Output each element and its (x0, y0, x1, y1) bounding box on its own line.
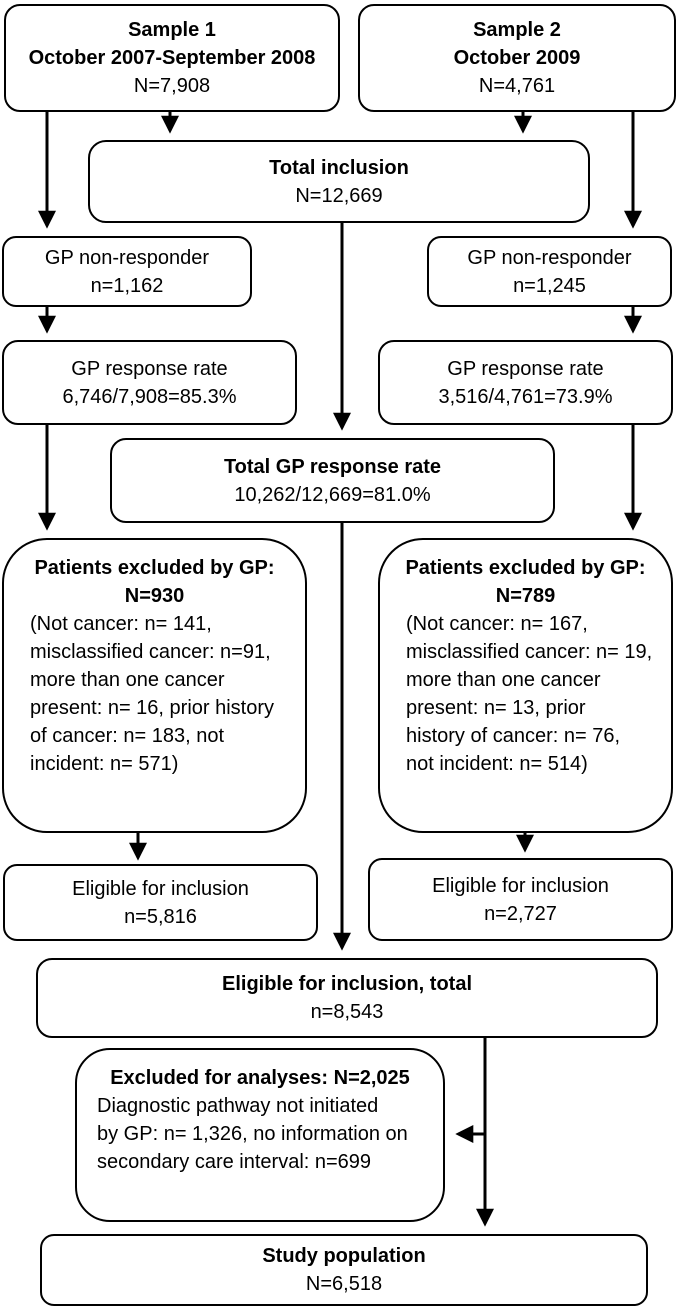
node-count: N=7,908 (133, 75, 211, 97)
node-gp-response-rate-2: GP response rate 3,516/4,761=73.9% (378, 340, 673, 425)
node-title: Excluded for analyses: N=2,025 (110, 1067, 410, 1089)
node-value: 10,262/12,669=81.0% (234, 483, 431, 506)
node-title: Eligible for inclusion (432, 874, 609, 897)
node-title: Study population (262, 1245, 426, 1267)
node-gp-nonresponder-2: GP non-responder n=1,245 (427, 236, 672, 307)
node-title: Total GP response rate (223, 455, 442, 478)
node-title: GP response rate (447, 357, 604, 380)
node-eligible-total: Eligible for inclusion, total n=8,543 (36, 958, 658, 1038)
node-title: Patients excluded by GP: (405, 557, 646, 579)
node-detail-line: incident: n= 571) (30, 753, 179, 775)
node-value: 3,516/4,761=73.9% (438, 385, 613, 408)
node-count: n=8,543 (310, 1001, 384, 1023)
node-title: Total inclusion (269, 156, 409, 179)
node-title: Sample 2 (473, 19, 561, 41)
node-detail-line: by GP: n= 1,326, no information on (97, 1123, 408, 1145)
node-detail-line: not incident: n= 514) (406, 753, 588, 775)
node-detail-line: secondary care interval: n=699 (97, 1151, 372, 1173)
node-count: N=930 (124, 585, 185, 607)
node-subtitle: October 2009 (453, 47, 581, 69)
node-count: n=5,816 (124, 905, 197, 928)
node-count: N=4,761 (478, 75, 556, 97)
node-detail-line: (Not cancer: n= 167, (406, 613, 588, 635)
node-sample-1: Sample 1 October 2007-September 2008 N=7… (4, 4, 340, 112)
node-detail-line: of cancer: n= 183, not (30, 725, 225, 747)
node-subtitle: October 2007-September 2008 (28, 47, 316, 69)
node-title: Patients excluded by GP: (34, 557, 275, 579)
node-gp-nonresponder-1: GP non-responder n=1,162 (2, 236, 252, 307)
node-detail-line: (Not cancer: n= 141, (30, 613, 212, 635)
node-title: GP response rate (71, 357, 228, 380)
node-detail-line: misclassified cancer: n= 19, (406, 641, 653, 663)
node-gp-response-rate-1: GP response rate 6,746/7,908=85.3% (2, 340, 297, 425)
node-detail-line: misclassified cancer: n=91, (30, 641, 271, 663)
node-count: n=2,727 (484, 902, 557, 925)
node-sample-2: Sample 2 October 2009 N=4,761 (358, 4, 676, 112)
node-detail-line: more than one cancer (406, 669, 601, 691)
node-count: N=12,669 (295, 184, 383, 207)
node-title: Eligible for inclusion, total (221, 973, 472, 995)
node-count: N=6,518 (305, 1273, 383, 1295)
node-excluded-analyses: Excluded for analyses: N=2,025 Diagnosti… (75, 1048, 445, 1222)
node-title: Sample 1 (128, 19, 216, 41)
node-detail-line: Diagnostic pathway not initiated (97, 1095, 379, 1117)
node-title: Eligible for inclusion (72, 877, 249, 900)
node-detail-line: more than one cancer (30, 669, 225, 691)
node-total-inclusion: Total inclusion N=12,669 (88, 140, 590, 223)
node-detail-line: present: n= 16, prior history (30, 697, 275, 719)
node-eligible-2: Eligible for inclusion n=2,727 (368, 858, 673, 941)
node-count: n=1,162 (90, 274, 164, 297)
node-study-population: Study population N=6,518 (40, 1234, 648, 1306)
node-excluded-by-gp-1: Patients excluded by GP: N=930 (Not canc… (2, 538, 307, 833)
node-total-gp-response-rate: Total GP response rate 10,262/12,669=81.… (110, 438, 555, 523)
node-title: GP non-responder (467, 246, 632, 269)
node-value: 6,746/7,908=85.3% (62, 385, 237, 408)
node-excluded-by-gp-2: Patients excluded by GP: N=789 (Not canc… (378, 538, 673, 833)
node-eligible-1: Eligible for inclusion n=5,816 (3, 864, 318, 941)
node-count: n=1,245 (513, 274, 586, 297)
node-detail-line: present: n= 13, prior (406, 697, 586, 719)
node-title: GP non-responder (44, 246, 210, 269)
node-detail-line: history of cancer: n= 76, (406, 725, 621, 747)
node-count: N=789 (495, 585, 556, 607)
